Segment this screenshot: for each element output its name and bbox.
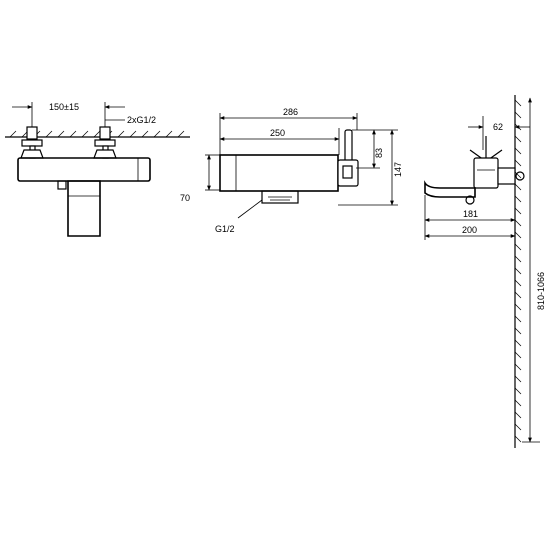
dim-body-length-label: 250	[270, 128, 285, 138]
dim-mounting-height-label: 810-1066	[536, 272, 546, 310]
dim-spout-height-label: 70	[180, 193, 190, 203]
dim-projection-top-label: 62	[493, 122, 503, 132]
end-view: 62 181 200 810-1066	[424, 95, 546, 448]
wall-connector	[497, 167, 516, 185]
connector-nut	[515, 171, 525, 181]
leader-line	[237, 199, 263, 219]
spout-end	[424, 180, 476, 198]
right-connector	[93, 126, 117, 159]
dim-total-height-label: 147	[393, 162, 403, 177]
dim-handle-height-label: 83	[374, 148, 384, 158]
dim-inlet-thread-label: 2xG1/2	[127, 115, 156, 125]
dim-overall-depth-label: 200	[462, 225, 477, 235]
left-connector	[20, 126, 44, 159]
spout-joint	[465, 195, 475, 205]
wall-hatching	[514, 99, 522, 443]
handle-lever	[344, 129, 353, 163]
mixer-body-end	[473, 157, 499, 189]
mixer-body-front	[17, 157, 151, 182]
spout-outlet	[261, 190, 299, 204]
wall-hatching	[9, 130, 185, 138]
spout-front	[67, 180, 101, 237]
center-view: 286 250 70 83 147 G1/2	[180, 107, 403, 234]
dim-overall-length-label: 286	[283, 107, 298, 117]
handle-detail	[342, 165, 353, 179]
dim-spacing-label: 150±15	[49, 102, 79, 112]
dim-spout-reach-label: 181	[463, 209, 478, 219]
diverter-knob	[57, 180, 67, 190]
dim-outlet-thread-label: G1/2	[215, 224, 235, 234]
front-view: 150±15 2xG1/2	[5, 102, 190, 237]
mixer-body-side	[219, 154, 339, 192]
